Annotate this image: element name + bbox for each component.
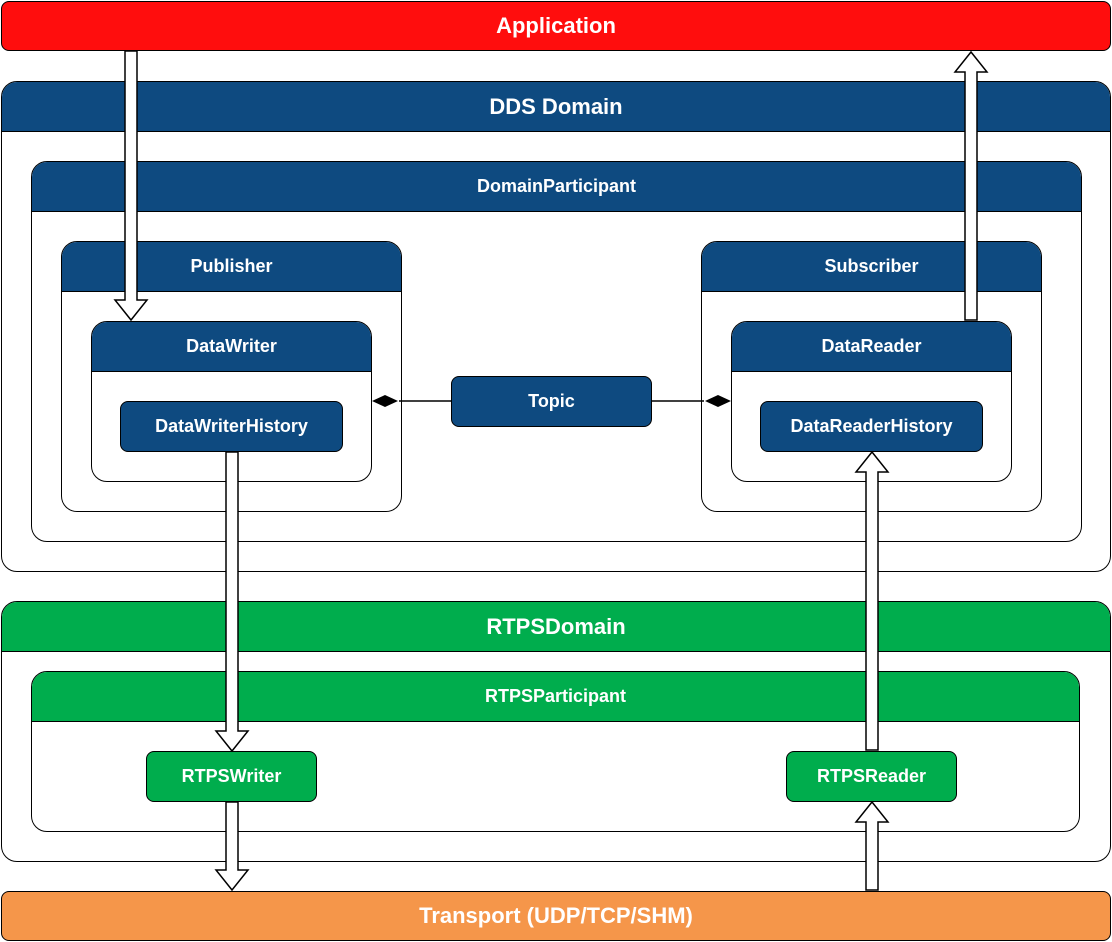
topic: Topic xyxy=(451,376,652,427)
data-writer-label: DataWriter xyxy=(186,336,277,356)
subscriber-header: Subscriber xyxy=(702,242,1041,292)
data-writer-history: DataWriterHistory xyxy=(120,401,343,452)
application-bar: Application xyxy=(1,1,1111,51)
application-label: Application xyxy=(496,13,616,38)
publisher-label: Publisher xyxy=(190,256,273,276)
domain-participant-label: DomainParticipant xyxy=(476,176,637,196)
dds-domain-label: DDS Domain xyxy=(489,93,623,119)
rtps-participant-label: RTPSParticipant xyxy=(484,686,627,706)
rtps-domain-label: RTPSDomain xyxy=(486,613,626,639)
rtps-domain-header: RTPSDomain xyxy=(2,602,1110,652)
dds-domain-header: DDS Domain xyxy=(2,82,1110,132)
data-writer-header: DataWriter xyxy=(92,322,371,372)
data-reader-header: DataReader xyxy=(732,322,1011,372)
data-reader-history: DataReaderHistory xyxy=(760,401,983,452)
domain-participant-header: DomainParticipant xyxy=(32,162,1081,212)
transport-bar: Transport (UDP/TCP/SHM) xyxy=(1,891,1111,941)
transport-label: Transport (UDP/TCP/SHM) xyxy=(419,903,693,928)
rtps-participant-header: RTPSParticipant xyxy=(32,672,1079,722)
rtps-writer: RTPSWriter xyxy=(146,751,317,802)
data-reader-label: DataReader xyxy=(821,336,922,356)
subscriber-label: Subscriber xyxy=(824,256,919,276)
rtps-writer-label: RTPSWriter xyxy=(181,766,282,786)
publisher-header: Publisher xyxy=(62,242,401,292)
rtps-reader-label: RTPSReader xyxy=(816,766,927,786)
data-writer-history-label: DataWriterHistory xyxy=(155,416,308,436)
topic-label: Topic xyxy=(528,391,575,411)
data-reader-history-label: DataReaderHistory xyxy=(790,416,953,436)
rtps-reader: RTPSReader xyxy=(786,751,957,802)
